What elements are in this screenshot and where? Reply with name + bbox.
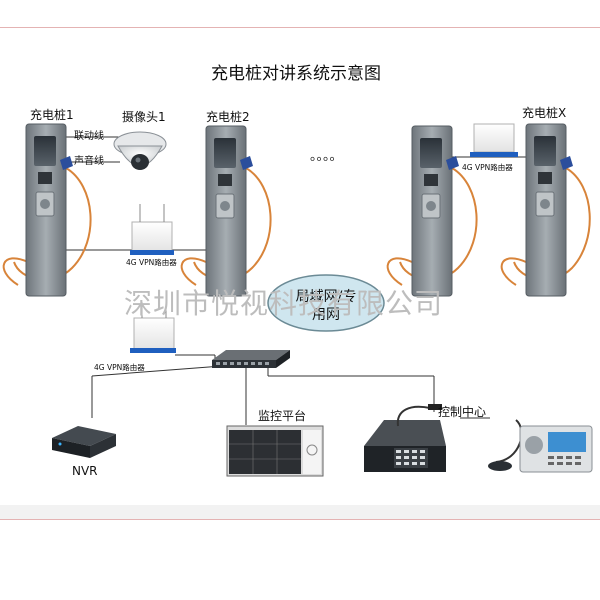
switch-icon <box>212 350 290 368</box>
monitor-icon <box>226 425 324 477</box>
label-router-a: 4G VPN路由器 <box>126 257 177 267</box>
bottom-border <box>0 519 600 520</box>
charging-pile-2 <box>180 125 272 297</box>
label-monitor: 监控平台 <box>258 408 306 423</box>
label-pile2: 充电桩2 <box>206 109 250 124</box>
label-camera1: 摄像头1 <box>122 109 166 124</box>
label-sound-line: 声音线 <box>74 154 104 167</box>
label-pile1: 充电桩1 <box>30 107 74 122</box>
router-icon <box>130 204 174 255</box>
nvr-icon <box>52 426 116 458</box>
label-pilex: 充电桩X <box>522 105 566 120</box>
label-router-b: 4G VPN路由器 <box>462 162 513 172</box>
ellipsis-marker: 。。。。 <box>310 149 343 164</box>
charging-pile-x <box>500 123 591 297</box>
charging-pile-mid <box>386 125 478 297</box>
charging-pile-1 <box>2 123 92 297</box>
connection-lines <box>64 136 528 425</box>
bottom-bar <box>0 505 600 519</box>
intercom-console-icon <box>364 404 593 473</box>
label-lan-1: 局域网/专 <box>296 289 357 305</box>
watermark-text: 深圳市悦视科技有限公司 <box>124 287 443 320</box>
label-control-center: 控制中心 <box>438 404 486 419</box>
router-icon <box>470 123 518 157</box>
camera-icon <box>113 131 167 170</box>
lan-cloud <box>267 274 385 332</box>
label-router-c: 4G VPN路由器 <box>94 362 145 372</box>
router-icon <box>130 302 176 353</box>
diagram-title: 充电桩对讲系统示意图 <box>211 64 381 84</box>
top-border <box>0 27 600 28</box>
label-nvr: NVR <box>72 464 98 478</box>
label-lan-2: 用网 <box>312 307 340 323</box>
label-link-line: 联动线 <box>74 129 104 142</box>
